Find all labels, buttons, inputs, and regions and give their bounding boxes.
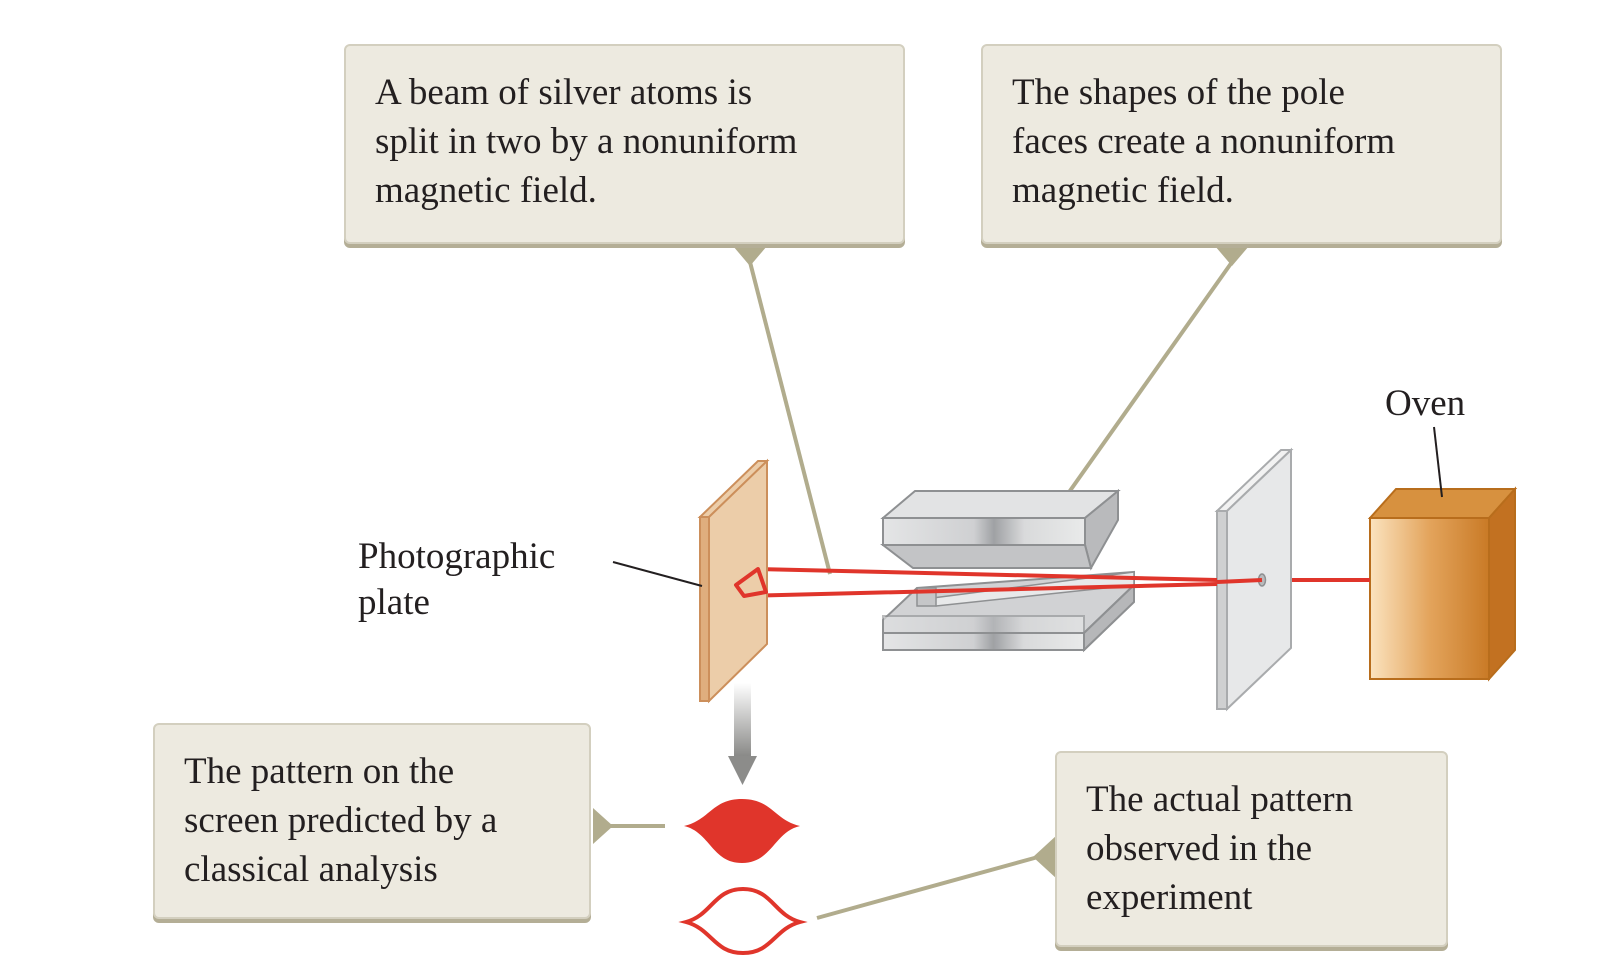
callout-actual-pattern-text: The actual pattern observed in the exper…	[1086, 779, 1354, 918]
plate-label-line	[612, 561, 703, 587]
oven-label-line	[1433, 426, 1443, 498]
callout-classical-pattern-text: The pattern on the screen predicted by a…	[184, 751, 498, 890]
photographic-plate-label: Photographic plate	[358, 536, 556, 623]
callout-beam-split: A beam of silver atoms is split in two b…	[344, 44, 905, 244]
callout-classical-pattern: The pattern on the screen predicted by a…	[153, 723, 591, 919]
down-arrow	[728, 683, 757, 785]
upper-magnet-pole	[880, 488, 1121, 571]
classical-pattern-shape	[684, 799, 800, 863]
oven	[1367, 486, 1518, 682]
callout-pointers	[593, 246, 1249, 879]
photographic-plate	[697, 458, 770, 704]
actual-pattern-shape	[678, 886, 808, 956]
oven-label: Oven	[1385, 383, 1466, 424]
lower-magnet-pole	[882, 570, 1135, 653]
callout-pole-faces-text: The shapes of the pole faces create a no…	[1012, 72, 1396, 211]
callout-actual-pattern: The actual pattern observed in the exper…	[1055, 751, 1448, 947]
callout-pole-faces: The shapes of the pole faces create a no…	[981, 44, 1502, 244]
callout-beam-split-text: A beam of silver atoms is split in two b…	[375, 72, 798, 211]
beam-trace-on-plate	[734, 567, 768, 598]
